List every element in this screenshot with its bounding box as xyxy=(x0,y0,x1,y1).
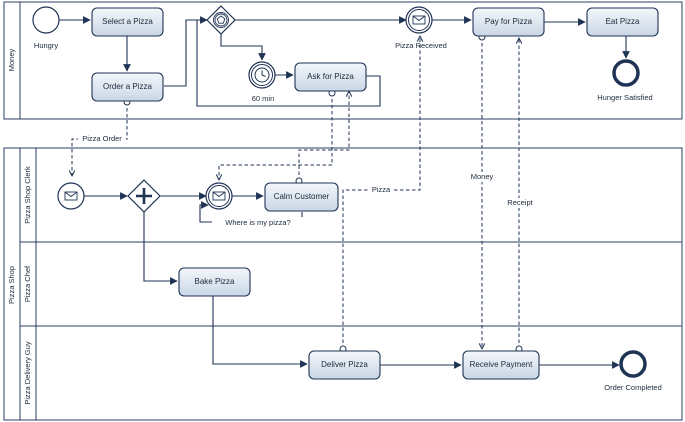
task-calm-customer[interactable]: Calm Customer xyxy=(264,182,339,212)
msg-money-label: Money xyxy=(471,172,494,181)
msg-receipt-label: Receipt xyxy=(507,198,533,207)
msg-pizza xyxy=(342,36,420,349)
msg-pizza-label: Pizza xyxy=(372,185,391,194)
msg-calm-to-ask xyxy=(298,91,349,181)
end-event-order-completed[interactable]: Order Completed xyxy=(604,350,662,392)
where-is-my-pizza-label: Where is my pizza? xyxy=(225,218,290,227)
task-pay-for-pizza[interactable]: Pay for Pizza xyxy=(472,7,545,37)
task-order-pizza[interactable]: Order a Pizza xyxy=(91,72,164,102)
clock-icon xyxy=(254,67,270,83)
msg-pizza-order-label: Pizza Order xyxy=(82,134,122,143)
envelope-icon xyxy=(412,15,426,25)
parallel-gateway[interactable] xyxy=(127,179,161,213)
hunger-satisfied-label: Hunger Satisfied xyxy=(597,93,652,102)
task-eat-pizza-label: Eat Pizza xyxy=(606,17,640,26)
task-order-pizza-label: Order a Pizza xyxy=(103,82,152,91)
message-event-pizza-received[interactable]: Pizza Received xyxy=(395,6,447,50)
flow-parallel-bake xyxy=(143,212,178,285)
event-based-gateway[interactable] xyxy=(206,5,236,35)
timer-event-60min[interactable]: 60 min xyxy=(248,61,276,103)
lane-chef-label: Pizza Chef xyxy=(23,265,32,302)
task-select-pizza-label: Select a Pizza xyxy=(102,17,153,26)
pool-money-label: Money xyxy=(7,48,16,71)
pool-pizza-shop-label: Pizza Shop xyxy=(7,266,16,304)
task-ask-for-pizza-label: Ask for Pizza xyxy=(307,72,354,81)
order-completed-label: Order Completed xyxy=(604,383,662,392)
flow-ask-loop xyxy=(196,20,381,107)
timer-label: 60 min xyxy=(252,94,275,103)
flow-bake-deliver xyxy=(212,296,308,368)
envelope-icon xyxy=(212,191,226,201)
msg-pizza-order xyxy=(72,102,128,176)
end-event-hunger-satisfied[interactable]: Hunger Satisfied xyxy=(597,59,653,102)
task-calm-customer-label: Calm Customer xyxy=(274,192,330,201)
task-pay-for-pizza-label: Pay for Pizza xyxy=(485,17,533,26)
task-select-pizza[interactable]: Select a Pizza xyxy=(91,7,164,37)
pool-pizza-shop: Pizza Shop Pizza Shop Clerk Pizza Chef P… xyxy=(3,147,683,421)
task-deliver-pizza-label: Deliver Pizza xyxy=(321,360,368,369)
hungry-label: Hungry xyxy=(34,41,58,50)
pizza-received-label: Pizza Received xyxy=(395,41,447,50)
task-ask-for-pizza[interactable]: Ask for Pizza xyxy=(294,62,367,92)
msg-ask-to-clerk xyxy=(219,93,333,180)
message-labels: Pizza Order Pizza Money Receipt xyxy=(78,134,535,208)
start-event-hungry[interactable]: Hungry xyxy=(32,6,60,50)
task-eat-pizza[interactable]: Eat Pizza xyxy=(586,7,659,37)
lane-delivery-label: Pizza Delivery Guy xyxy=(23,341,32,405)
task-bake-pizza[interactable]: Bake Pizza xyxy=(178,267,251,297)
envelope-icon xyxy=(64,191,78,201)
lane-clerk-label: Pizza Shop Clerk xyxy=(23,166,32,224)
plus-icon xyxy=(136,188,152,204)
task-receive-payment-label: Receive Payment xyxy=(470,360,533,369)
message-start-event-order[interactable] xyxy=(57,182,85,210)
flow-gateway-timer xyxy=(220,34,266,61)
task-receive-payment[interactable]: Receive Payment xyxy=(462,350,540,380)
task-bake-pizza-label: Bake Pizza xyxy=(194,277,235,286)
message-event-where-is-my-pizza[interactable] xyxy=(205,182,233,210)
sequence-flows xyxy=(59,16,630,369)
task-deliver-pizza[interactable]: Deliver Pizza xyxy=(308,350,381,380)
